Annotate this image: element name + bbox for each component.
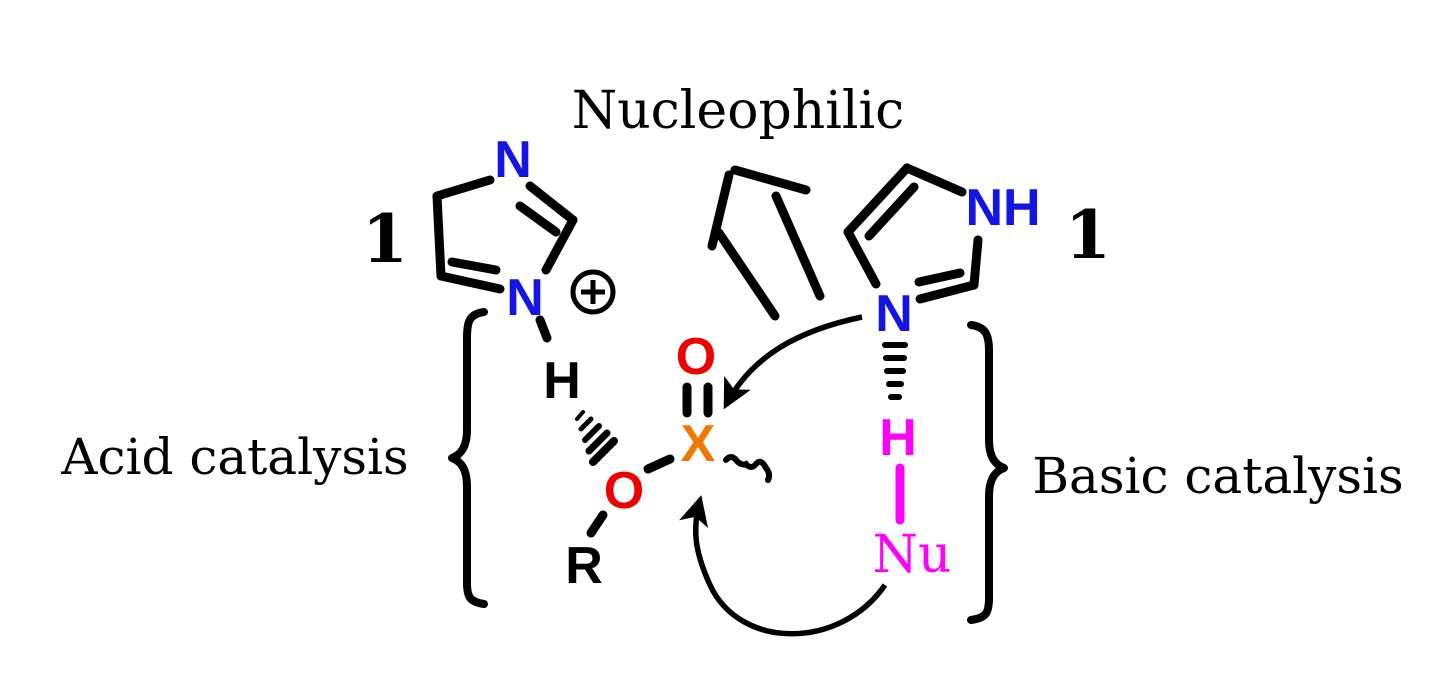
nucleophile: Nu	[873, 525, 952, 585]
basic-catalysis-label: Basic catalysis	[1032, 447, 1403, 505]
curved-arrow-nu-to-x	[679, 495, 888, 637]
right-brace	[967, 321, 1008, 624]
carbonyl-oxygen: O	[676, 328, 716, 386]
right-ring-nh: NH	[965, 179, 1040, 237]
r-group: R	[565, 537, 603, 595]
acid-hydrogen: H	[543, 352, 581, 410]
nucleophile-hydrogen: H	[879, 409, 917, 467]
left-ring-n-bottom: N	[506, 269, 544, 327]
positive-charge-icon	[570, 269, 616, 315]
o-x-bond	[643, 454, 675, 474]
right-ring-n: N	[875, 285, 913, 343]
center-atom-x: X	[681, 415, 716, 473]
curved-arrow-n-to-x	[723, 314, 863, 410]
right-imidazole-ring	[843, 163, 983, 304]
acid-catalysis-label: Acid catalysis	[60, 428, 408, 486]
hydrogen-bond-acid	[575, 410, 618, 466]
hydrogen-bond-basic	[882, 342, 908, 400]
o-r-bond	[586, 510, 608, 538]
nucleophilic-arrow-icon	[707, 165, 825, 321]
left-brace	[448, 308, 488, 608]
compound-number-left: 1	[362, 200, 408, 278]
title-nucleophilic: Nucleophilic	[572, 81, 905, 141]
left-ring-n-top: N	[494, 131, 532, 189]
left-imidazolium-ring	[432, 175, 578, 343]
ester-oxygen: O	[604, 462, 644, 520]
wavy-bond-icon	[723, 454, 773, 483]
compound-number-right: 1	[1065, 196, 1111, 274]
